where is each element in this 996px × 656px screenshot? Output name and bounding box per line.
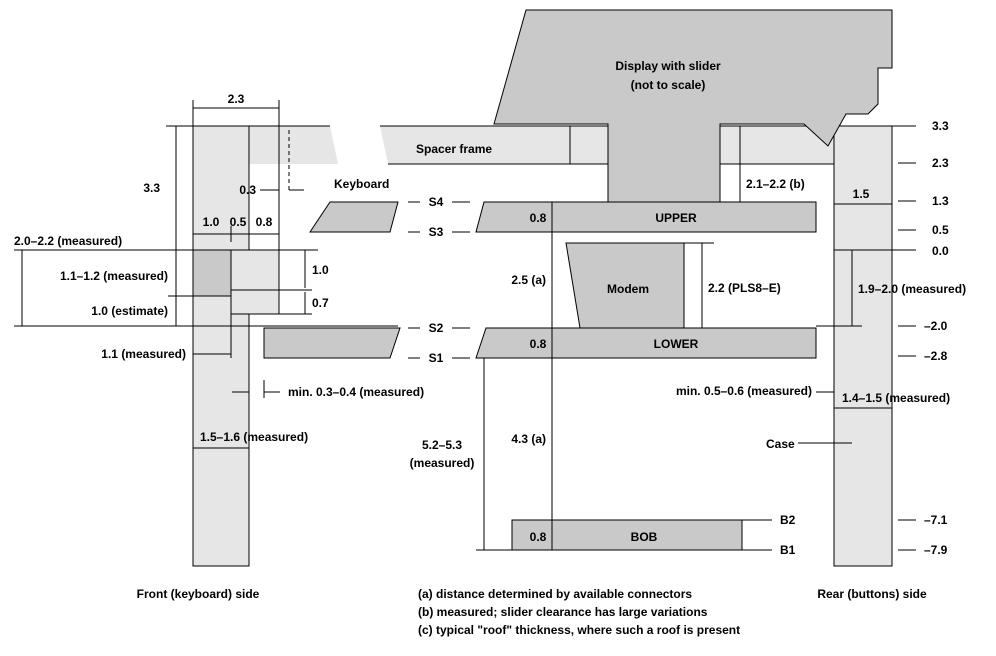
spacer-frame-label: Spacer frame	[416, 142, 492, 156]
dim-seg-1-0: 1.0	[203, 215, 220, 229]
dim-min-rear: min. 0.5–0.6 (measured)	[676, 384, 812, 398]
dim-lower-bob-gap: 4.3 (a)	[511, 432, 546, 446]
dim-front-height: 3.3	[143, 181, 160, 195]
dim-measured-2-0-2-2: 2.0–2.2 (measured)	[14, 234, 122, 248]
scale-value: 1.3	[932, 194, 949, 208]
dim-measured-1-1: 1.1 (measured)	[101, 347, 186, 361]
dim-gap-0-3: 0.3	[239, 183, 256, 197]
dim-rear-wall: 1.4–1.5 (measured)	[842, 391, 950, 405]
dim-seg-0-8: 0.8	[256, 215, 273, 229]
dim-key-0-7: 0.7	[312, 296, 329, 310]
plane-b2: B2	[780, 513, 796, 527]
dim-measured-1-1-1-2: 1.1–1.2 (measured)	[60, 269, 168, 283]
lower-board-left	[263, 327, 401, 359]
scale-value: 0.5	[932, 223, 949, 237]
plane-s1: S1	[429, 351, 444, 365]
plane-s3: S3	[429, 225, 444, 239]
lower-board	[475, 327, 817, 359]
dim-min-front: min. 0.3–0.4 (measured)	[288, 385, 424, 399]
plane-s4: S4	[429, 195, 444, 209]
dim-bob-thickness: 0.8	[530, 530, 547, 544]
rear-side-label: Rear (buttons) side	[817, 587, 927, 601]
display-with-slider	[493, 9, 893, 203]
dim-lower-thickness: 0.8	[530, 337, 547, 351]
keyboard-block	[230, 249, 280, 315]
upper-board	[475, 201, 817, 233]
dim-modem-height: 2.2 (PLS8–E)	[708, 281, 781, 295]
upper-label: UPPER	[655, 211, 697, 225]
rear-case-wall	[833, 125, 893, 567]
bob-board	[511, 519, 743, 551]
dim-rear-width: 1.5	[853, 187, 870, 201]
upper-board-left-stub	[309, 201, 399, 233]
dim-key-1-0: 1.0	[312, 263, 329, 277]
scale-value: –7.9	[924, 543, 948, 557]
dim-total-line2: (measured)	[410, 456, 475, 470]
scale-value: 2.3	[932, 156, 949, 170]
keyboard-key	[192, 249, 232, 297]
footnote-c: (c) typical "roof" thickness, where such…	[418, 623, 740, 637]
lower-label: LOWER	[654, 337, 699, 351]
plane-s2: S2	[429, 321, 444, 335]
front-side-label: Front (keyboard) side	[137, 587, 260, 601]
scale-value: 3.3	[932, 119, 949, 133]
display-subtitle: (not to scale)	[631, 78, 706, 92]
modem-label: Modem	[607, 282, 649, 296]
display-title: Display with slider	[615, 59, 721, 73]
dim-total-line1: 5.2–5.3	[422, 438, 462, 452]
footnote-b: (b) measured; slider clearance has large…	[418, 605, 708, 619]
scale-value: –7.1	[924, 513, 948, 527]
scale-value: –2.8	[924, 349, 948, 363]
dim-upper-thickness: 0.8	[530, 211, 547, 225]
dim-upper-lower-gap: 2.5 (a)	[511, 273, 546, 287]
plane-b1: B1	[780, 543, 796, 557]
footnote-a: (a) distance determined by available con…	[418, 587, 692, 601]
scale-value: 0.0	[932, 244, 949, 258]
bob-label: BOB	[631, 530, 658, 544]
scale-value: –2.0	[924, 319, 948, 333]
dim-estimate-1-0: 1.0 (estimate)	[91, 304, 168, 318]
dim-slider-clearance: 2.1–2.2 (b)	[746, 177, 805, 191]
keyboard-label: Keyboard	[334, 177, 389, 191]
dim-measured-1-5-1-6: 1.5–1.6 (measured)	[200, 430, 308, 444]
dim-rear-gap: 1.9–2.0 (measured)	[858, 282, 966, 296]
case-label: Case	[766, 437, 795, 451]
front-case-wall	[192, 125, 250, 567]
dim-seg-0-5: 0.5	[230, 215, 247, 229]
dim-front-width: 2.3	[228, 92, 245, 106]
